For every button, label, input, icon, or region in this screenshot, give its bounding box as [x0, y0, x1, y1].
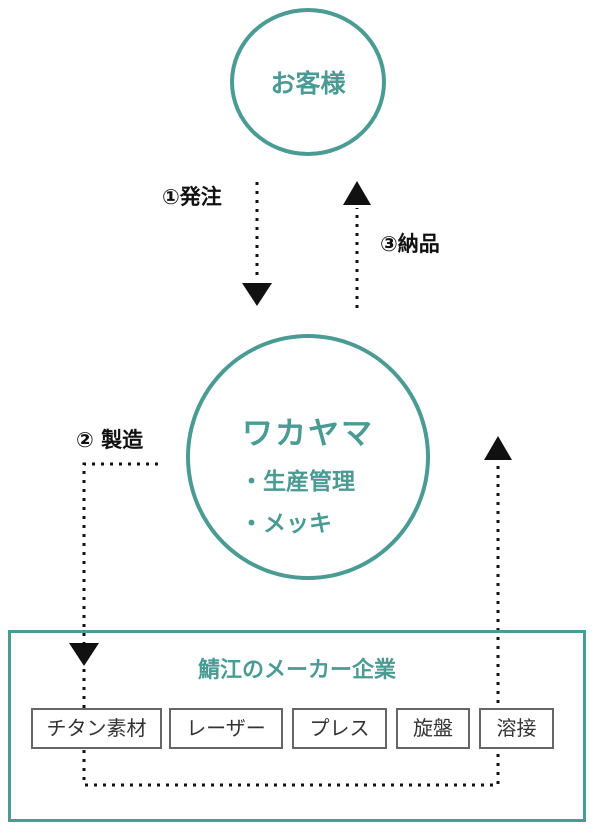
maker-box: [8, 630, 586, 822]
manufacture-arrow-head: [69, 643, 99, 666]
wakayama-item-production-management: ・生産管理: [240, 469, 355, 495]
wakayama-title: ワカヤマ: [242, 416, 374, 452]
process-lathe: 旋盤: [396, 708, 470, 749]
order-arrow-head: [242, 283, 272, 306]
return-arrow-head: [484, 436, 512, 460]
process-laser: レーザー: [169, 708, 283, 749]
wakayama-circle: [186, 334, 430, 580]
delivery-arrow-head: [343, 181, 371, 205]
step-order-label: ①発注: [162, 185, 222, 209]
step-delivery-label: ③納品: [380, 232, 440, 256]
maker-title: 鯖江のメーカー企業: [197, 658, 396, 683]
process-welding: 溶接: [479, 708, 554, 749]
process-press: プレス: [292, 708, 387, 749]
process-titanium-material: チタン素材: [31, 708, 162, 749]
customer-circle: [230, 8, 386, 156]
step-manufacture-label: ② 製造: [76, 428, 144, 452]
customer-label: お客様: [270, 69, 346, 98]
wakayama-item-plating: ・メッキ: [240, 511, 332, 537]
